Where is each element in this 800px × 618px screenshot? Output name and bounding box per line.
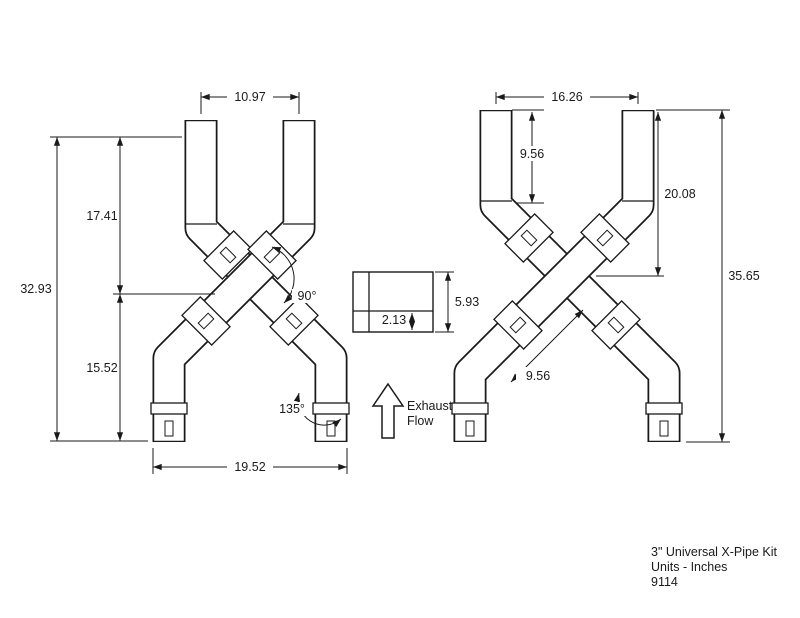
dim-label-left-upper-height: 17.41: [86, 209, 117, 223]
left-xpipe-view: [150, 119, 350, 443]
dim-label-bg: [544, 90, 590, 104]
detail-body: [352, 271, 434, 333]
dim-label-left-lower-height: 15.52: [86, 361, 117, 375]
outlet-slot: [164, 420, 174, 437]
dim-label-bg: [227, 460, 273, 474]
right-coupler-lower-right: [591, 300, 641, 350]
left-coupler-upper-left: [203, 230, 253, 280]
right-view-dimensions: 16.26 9.56 20.08 35.65 9.56: [495, 90, 760, 443]
part-number: 9114: [651, 575, 678, 589]
coupler-slot: [285, 312, 303, 330]
coupler-slot: [520, 229, 538, 247]
exhaust-flow-indicator: Exhaust Flow: [371, 382, 453, 439]
outlet-slot: [465, 420, 475, 437]
left-coupler-lower-left: [181, 296, 231, 346]
dim-label-bg: [292, 289, 322, 303]
dim-label-left-bottom-width: 19.52: [234, 460, 265, 474]
left-coupler-lower-right: [269, 296, 319, 346]
exhaust-flow-label-line2: Flow: [407, 414, 434, 428]
dim-label-bg: [514, 146, 550, 161]
dim-label-right-inlet-length: 9.56: [520, 147, 544, 161]
exhaust-flow-arrow-icon: [371, 382, 405, 439]
angle-arrow-135: [293, 392, 342, 427]
units-note: Units - Inches: [651, 560, 727, 574]
dim-label-bg: [274, 402, 311, 416]
outlet-slot: [659, 420, 669, 437]
outlet-clamp-band: [645, 402, 683, 415]
angle-label-center: 90°: [298, 289, 317, 303]
right-coupler-upper-left: [504, 213, 554, 263]
dim-label-right-top-width: 16.26: [551, 90, 582, 104]
dim-label-detail-overall: 5.93: [455, 295, 479, 309]
angle-label-outlet: 135°: [279, 402, 305, 416]
right-xpipe-view: [451, 109, 683, 443]
coupler-slot: [197, 312, 215, 330]
dim-label-right-leg-length: 9.56: [526, 369, 550, 383]
dim-label-right-upper-height: 20.08: [664, 187, 695, 201]
coupler-detail-view: 2.13 5.93: [352, 271, 479, 333]
coupler-slot: [596, 229, 614, 247]
product-title: 3" Universal X-Pipe Kit: [651, 545, 778, 559]
angle-arrow-90: [271, 246, 295, 304]
left-view-dimensions: 10.97 32.93 17.41 15.52 90° 135° 19.52: [20, 90, 348, 474]
dim-label-left-total-height: 32.93: [20, 282, 51, 296]
dim-label-left-top-width: 10.97: [234, 90, 265, 104]
dim-label-detail-inset: 2.13: [382, 313, 406, 327]
outlet-clamp-band: [451, 402, 489, 415]
title-block: 3" Universal X-Pipe Kit Units - Inches 9…: [651, 545, 778, 589]
outlet-clamp-band: [150, 402, 188, 415]
dim-label-bg: [516, 367, 560, 384]
right-coupler-upper-right: [580, 213, 630, 263]
left-pipe-b-body: [154, 120, 314, 442]
coupler-slot: [219, 246, 237, 264]
coupler-slot: [607, 316, 625, 334]
dim-label-right-total-height: 35.65: [728, 269, 759, 283]
exhaust-flow-label-line1: Exhaust: [407, 399, 453, 413]
outlet-clamp-band: [312, 402, 350, 415]
dim-label-bg: [227, 90, 273, 104]
